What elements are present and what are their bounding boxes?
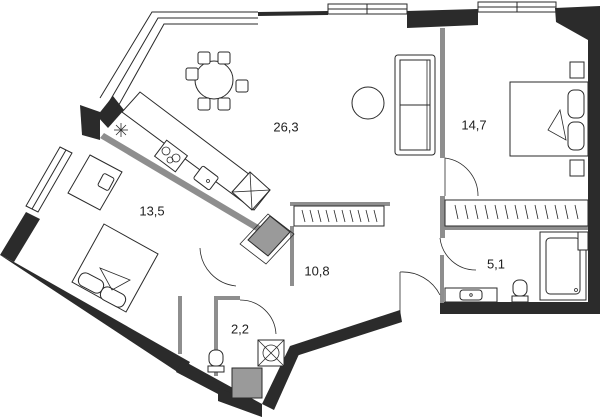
double-bed-right (509, 81, 589, 157)
windows (25, 1, 557, 213)
interior-partitions (100, 28, 588, 376)
nightstand-bottom (569, 159, 585, 177)
room-area-wc: 2,2 (231, 321, 249, 336)
bathroom-toilet (511, 279, 529, 303)
kitchen-extractor-icon (114, 123, 128, 137)
hall-wardrobe (293, 205, 385, 227)
round-coffee-table (351, 86, 385, 120)
double-bed-left (71, 223, 159, 313)
kitchen-hob (153, 139, 189, 173)
dining-set (185, 51, 249, 111)
wc-toilet (207, 349, 225, 373)
desk (67, 154, 123, 211)
doors (199, 157, 479, 335)
bathtub (539, 231, 587, 301)
wc-cabinet (231, 367, 263, 399)
room-area-bedroom-left: 13,5 (139, 203, 164, 218)
bathroom-sink (444, 287, 498, 303)
exterior-walls (0, 6, 600, 417)
wc-sink (257, 339, 285, 367)
sofa (394, 54, 436, 156)
hall-cabinet (239, 213, 295, 265)
bathroom-cabinet (577, 231, 589, 251)
room-area-bedroom-right: 14,7 (461, 117, 486, 132)
kitchen-sink (193, 165, 219, 191)
room-area-bathroom: 5,1 (487, 256, 505, 271)
nightstand-top (569, 61, 585, 79)
bedroom-wardrobe (444, 199, 589, 227)
room-area-living-kitchen: 26,3 (273, 119, 298, 134)
room-area-hall: 10,8 (304, 263, 329, 278)
